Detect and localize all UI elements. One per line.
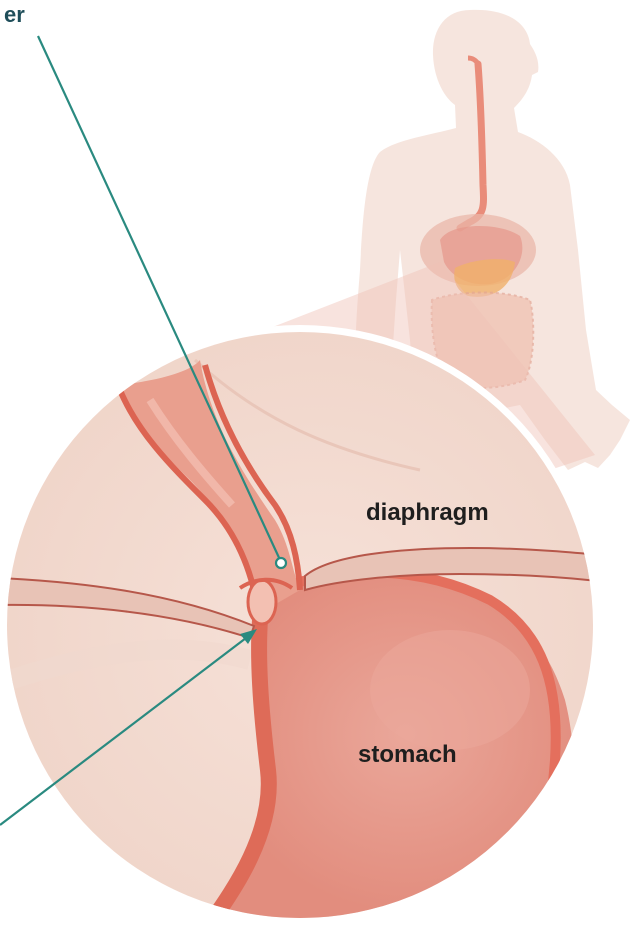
diaphragm-label: diaphragm bbox=[366, 499, 489, 526]
stomach-label: stomach bbox=[358, 741, 457, 768]
top-left-label-fragment: er bbox=[4, 2, 25, 27]
leader-dot bbox=[276, 558, 286, 568]
